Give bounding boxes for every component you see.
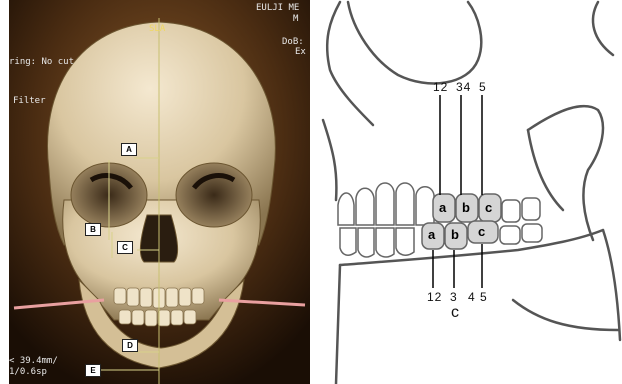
view-orientation-label: SLA xyxy=(149,24,165,34)
lower-tooth-number-4-5: 4 5 xyxy=(468,290,488,304)
marker-c-label: C xyxy=(117,241,133,254)
lower-tooth-c-label: c xyxy=(478,224,485,239)
clipping-setting: ring: No cut xyxy=(9,57,74,67)
marker-a-label: A xyxy=(121,143,137,156)
dental-diagram-panel: 12 34 5 a b c a b c 12 3 4 5 c xyxy=(318,0,622,384)
bottom-c-letter: c xyxy=(451,304,460,322)
ct-3d-skull-panel: SLA EULJI ME M DoB: Ex ring: No cut Filt… xyxy=(9,0,310,384)
patient-sex-label: M xyxy=(293,14,298,24)
marker-d-label: D xyxy=(122,339,138,352)
upper-tooth-number-5: 5 xyxy=(479,80,487,94)
marker-b-label: B xyxy=(85,223,101,236)
scale-readout: < 39.4mm/ xyxy=(9,356,58,366)
lower-tooth-b-label: b xyxy=(451,227,459,242)
dob-label: DoB: xyxy=(282,37,304,47)
upper-tooth-c-label: c xyxy=(485,200,492,215)
slice-readout: 1/0.6sp xyxy=(9,367,47,377)
marker-e-label: E xyxy=(85,364,101,377)
upper-tooth-number-1-2: 12 xyxy=(433,80,448,94)
upper-tooth-a-label: a xyxy=(439,200,446,215)
upper-tooth-b-label: b xyxy=(462,200,470,215)
lower-tooth-number-3: 3 xyxy=(450,290,458,304)
lower-tooth-number-1-2: 12 xyxy=(427,290,442,304)
exam-label: Ex xyxy=(295,47,306,57)
upper-tooth-number-3-4: 34 xyxy=(456,80,471,94)
jaw-line-drawing xyxy=(318,0,622,384)
institution-label: EULJI ME xyxy=(256,3,299,13)
filter-setting: Filter xyxy=(13,96,46,106)
lower-tooth-a-label: a xyxy=(428,227,435,242)
